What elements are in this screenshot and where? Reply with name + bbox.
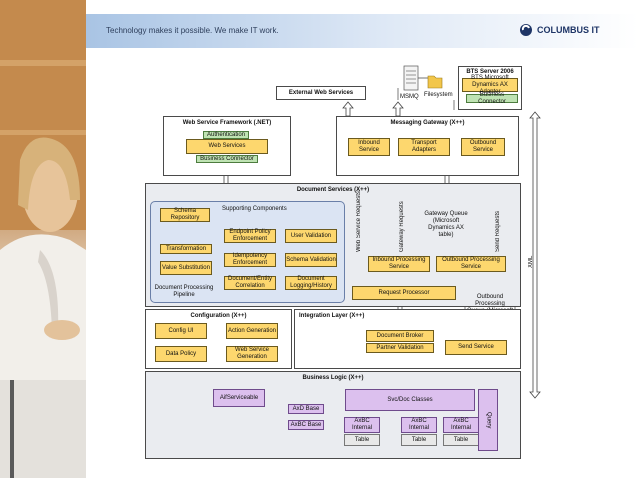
external-web-services-box: External Web Services xyxy=(276,86,366,100)
document-entity-box: Document/Entity Correlation xyxy=(224,276,276,290)
send-requests-label: Send Requests xyxy=(495,210,501,252)
partner-validation-box: Partner Validation xyxy=(366,343,434,353)
axbc-internal-2-box: AxBC Internal xyxy=(401,417,437,433)
inbound-service-box: Inbound Service xyxy=(348,138,390,156)
bl-title: Business Logic (X++) xyxy=(302,375,364,381)
axbc-base-box: AxBC Base xyxy=(288,420,324,430)
gateway-queue-label: Gateway Queue (Microsoft Dynamics AX tab… xyxy=(424,211,468,238)
header-banner xyxy=(86,14,638,48)
axbc-internal-1-box: AxBC Internal xyxy=(344,417,380,433)
authentication-box: Authentication xyxy=(203,131,249,139)
document-broker-box: Document Broker xyxy=(366,330,434,342)
value-substitution-box: Value Substitution xyxy=(160,261,212,275)
send-service-box: Send Service xyxy=(445,340,507,355)
pipeline-label: Document Processing Pipeline xyxy=(154,285,214,298)
idempotency-box: Idempotency Enforcement xyxy=(224,253,276,267)
schema-repository-box: Schema Repository xyxy=(160,208,210,222)
web-service-generation-box: Web Service Generation xyxy=(226,346,278,362)
columbus-logo-icon xyxy=(520,24,532,36)
outbound-processing-box: Outbound Processing Service xyxy=(436,256,506,272)
request-processor-box: Request Processor xyxy=(352,286,456,300)
bts-business-connector-box: Business Connector xyxy=(466,92,518,105)
bts-server-title: BTS Server 2006 xyxy=(466,69,514,75)
integration-title: Integration Layer (X++) xyxy=(299,313,365,319)
outbound-service-box: Outbound Service xyxy=(461,138,505,156)
msmq-server-icon xyxy=(403,65,419,91)
query-label: Query xyxy=(485,411,492,429)
wsf-title: Web Service Framework (.NET) xyxy=(182,120,272,126)
xml-label: XML xyxy=(528,255,534,268)
query-box: Query xyxy=(478,389,498,451)
schema-validation-box: Schema Validation xyxy=(285,253,337,267)
data-policy-box: Data Policy xyxy=(155,346,207,362)
axbc-internal-3-box: AxBC Internal xyxy=(443,417,479,433)
wsf-business-connector-box: Business Connector xyxy=(196,155,258,163)
filesystem-label: Filesystem xyxy=(424,92,453,98)
person-photo xyxy=(0,0,86,478)
config-title: Configuration (X++) xyxy=(190,313,247,319)
mg-title: Messaging Gateway (X++) xyxy=(390,120,465,126)
axd-base-box: AxD Base xyxy=(288,404,324,414)
transport-adapters-box: Transport Adapters xyxy=(398,138,450,156)
user-validation-box: User Validation xyxy=(285,229,337,243)
table-3-box: Table xyxy=(443,434,479,446)
transformation-box: Transformation xyxy=(160,244,212,254)
table-1-box: Table xyxy=(344,434,380,446)
supporting-components-label: Supporting Components xyxy=(222,206,287,212)
bts-adapter-box: BTS Microsoft Dynamics AX Adapter xyxy=(462,75,518,95)
ds-title: Document Services (X++) xyxy=(296,187,370,193)
gateway-requests-label: Gateway Requests xyxy=(399,201,405,252)
table-2-box: Table xyxy=(401,434,437,446)
inbound-processing-box: Inbound Processing Service xyxy=(368,256,430,272)
tagline: Technology makes it possible. We make IT… xyxy=(106,26,279,35)
action-generation-box: Action Generation xyxy=(226,323,278,339)
web-service-requests-label: Web Service Requests xyxy=(356,191,362,252)
svc-doc-classes-box: Svc/Doc Classes xyxy=(345,389,475,411)
filesystem-folder-icon xyxy=(427,75,443,89)
msmq-label: MSMQ xyxy=(400,94,419,100)
brand-name: COLUMBUS IT xyxy=(537,25,600,35)
document-logging-box: Document Logging/History xyxy=(285,276,337,290)
afserviceable-box: AifServiceable xyxy=(213,389,265,407)
endpoint-policy-box: Endpoint Policy Enforcement xyxy=(224,229,276,243)
config-ui-box: Config UI xyxy=(155,323,207,339)
web-services-box: Web Services xyxy=(186,139,268,154)
